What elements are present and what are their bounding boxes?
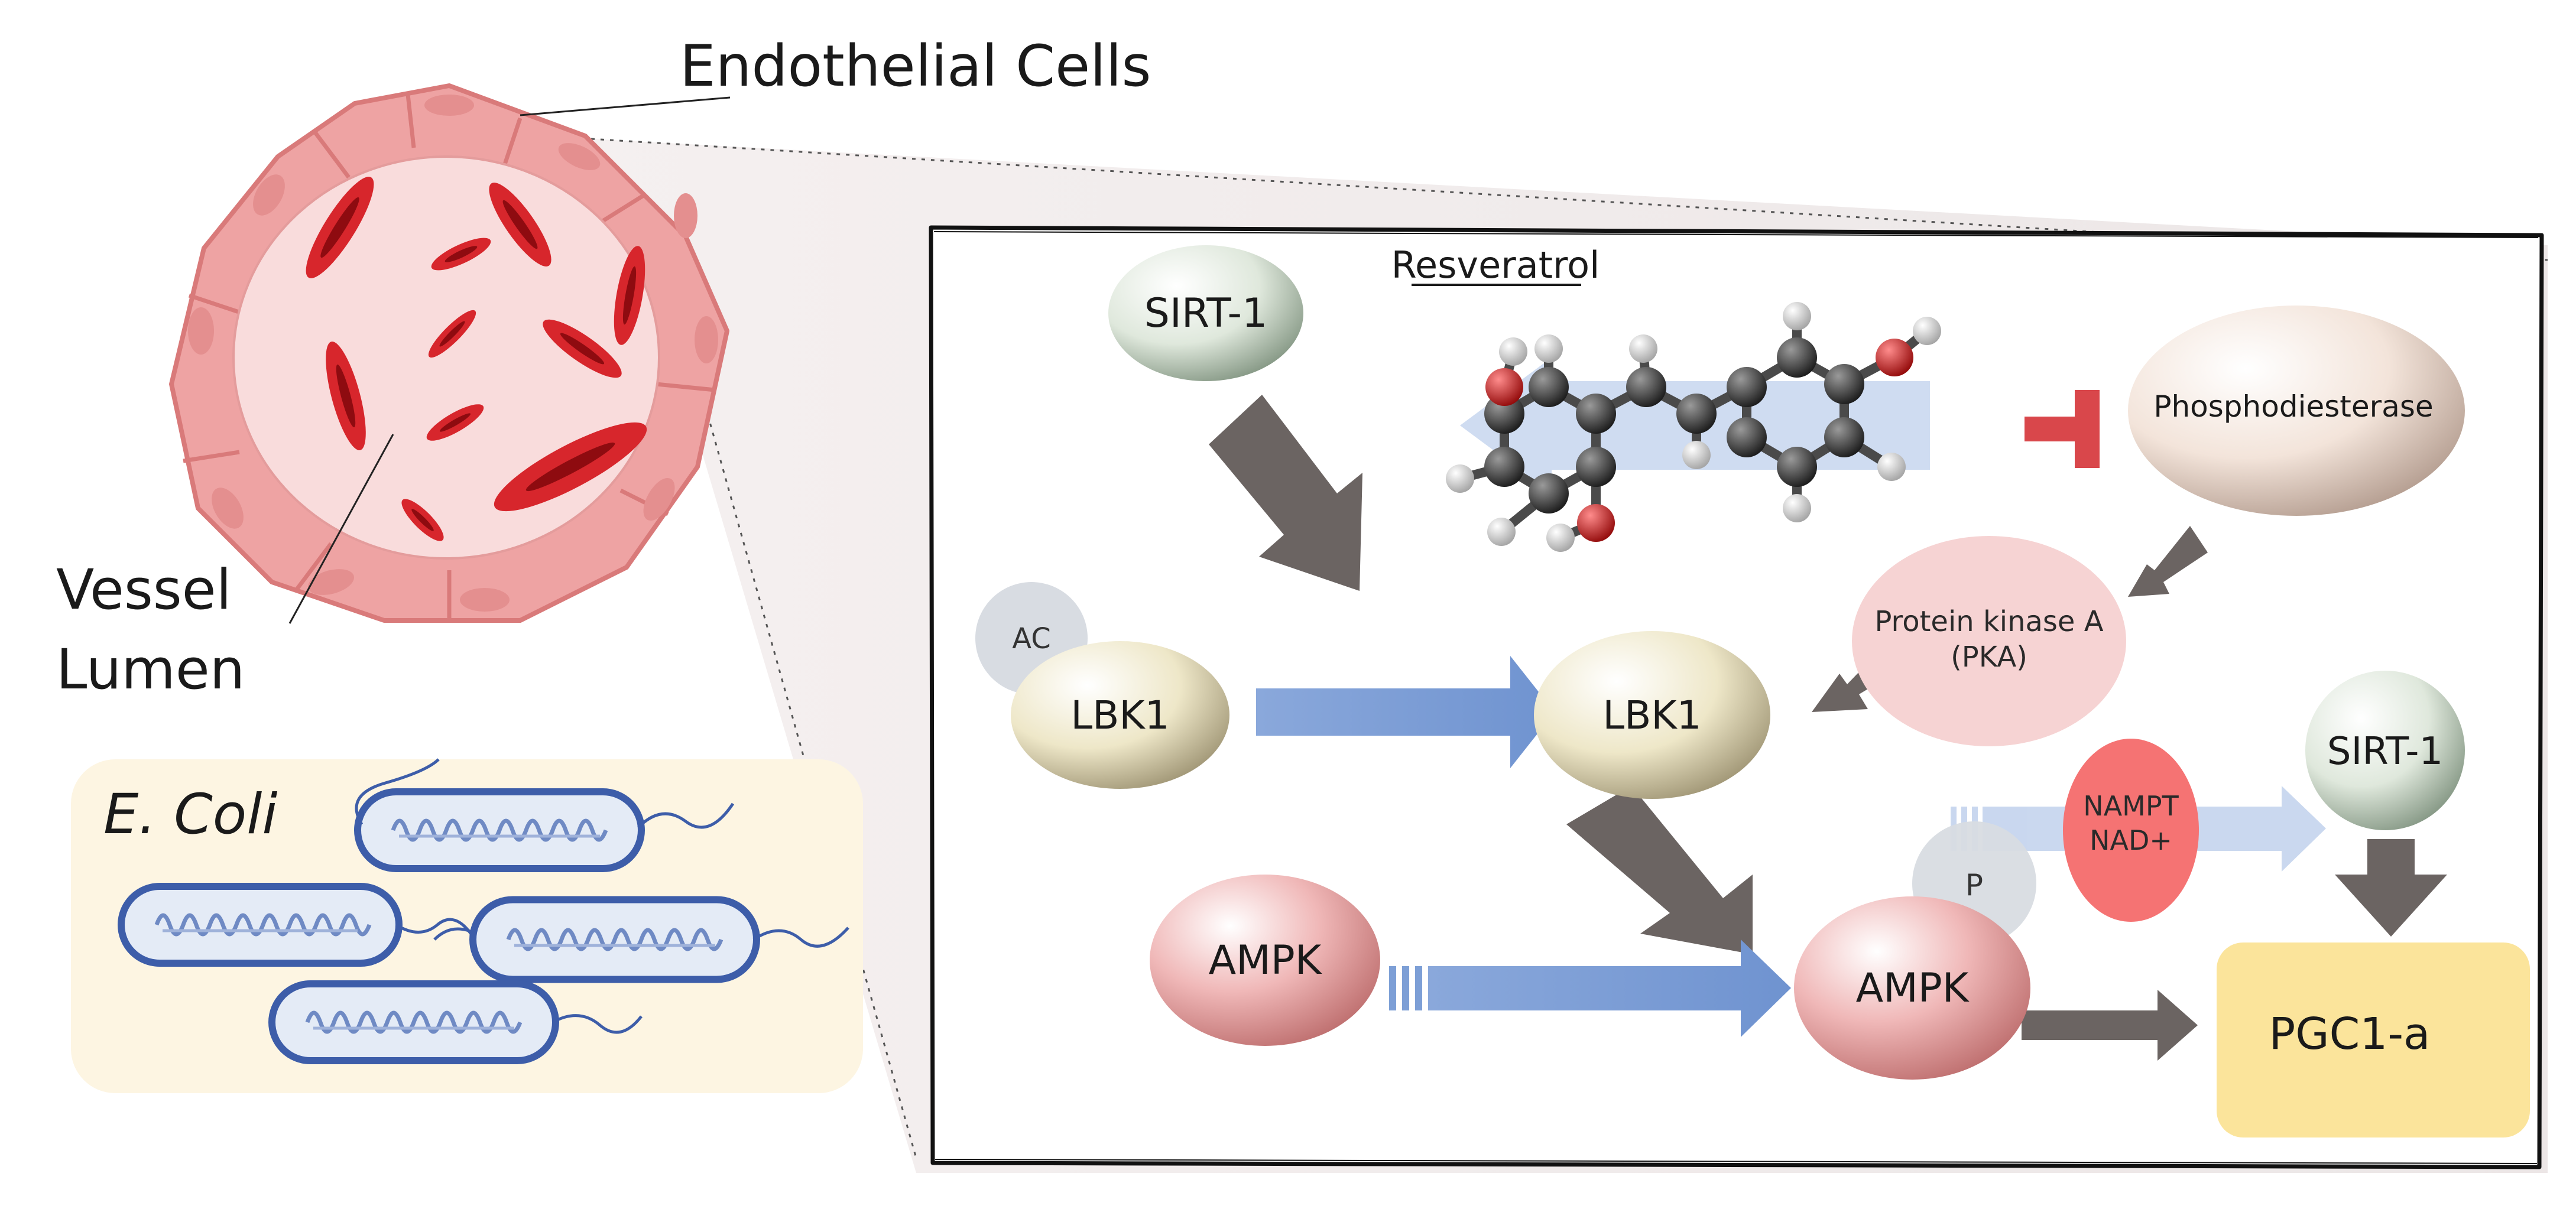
hydrogen-atom bbox=[1783, 302, 1811, 330]
carbon-atom bbox=[1484, 447, 1524, 487]
arrow-ampk-to-pgc1a bbox=[2022, 990, 2198, 1061]
lbk1-center-node bbox=[1534, 631, 1770, 799]
lbk1-left-node bbox=[1011, 641, 1229, 789]
bacterium-4 bbox=[268, 980, 643, 1064]
carbon-atom bbox=[1626, 367, 1666, 407]
hydrogen-atom bbox=[1499, 337, 1527, 366]
hydrogen-atom bbox=[1783, 494, 1811, 522]
inhibition-symbol bbox=[2025, 390, 2100, 468]
arrow-sirt1-to-lbk1 bbox=[1209, 395, 1362, 591]
endothelial-leader-line bbox=[520, 96, 731, 116]
phosphodiesterase-node bbox=[2128, 306, 2465, 516]
arrow-pde-to-pka bbox=[2128, 526, 2208, 597]
zoom-line-bottom bbox=[696, 378, 917, 1159]
carbon-atom bbox=[1529, 367, 1569, 407]
carbon-atom bbox=[1824, 364, 1864, 404]
vessel-illustration bbox=[169, 83, 729, 623]
nampt-label-line2: NAD+ bbox=[2090, 824, 2172, 856]
pka-label-line1: Protein kinase A bbox=[1874, 605, 2103, 638]
endothelial-cell-borders bbox=[183, 94, 716, 620]
vessel-lumen-label-line2: Lumen bbox=[56, 638, 245, 702]
ecoli-label: E. Coli bbox=[103, 782, 278, 847]
resveratrol-title: Resveratrol bbox=[1391, 243, 1600, 287]
carbon-atom bbox=[1676, 394, 1717, 434]
p-label: P bbox=[1965, 868, 1983, 902]
ampk-right-node bbox=[1794, 896, 2030, 1080]
ampk-left-node bbox=[1150, 875, 1380, 1046]
hydrogen-atom bbox=[1682, 441, 1711, 469]
phosphodiesterase-label: Phosphodiesterase bbox=[2153, 389, 2433, 424]
carbon-atom bbox=[1484, 394, 1524, 434]
hydrogen-atom bbox=[1629, 334, 1657, 363]
carbon-atom bbox=[1727, 417, 1767, 457]
hydrogen-atom bbox=[1546, 524, 1575, 552]
resveratrol-molecule bbox=[1446, 302, 1941, 552]
sirt1-right-node bbox=[2305, 671, 2465, 830]
sirt1-right-label: SIRT-1 bbox=[2327, 730, 2443, 774]
red-blood-cells bbox=[306, 177, 647, 541]
lbk1-left-label: LBK1 bbox=[1070, 693, 1169, 738]
arrow-ampk-flow bbox=[1389, 940, 1791, 1037]
sirt1-top-label: SIRT-1 bbox=[1144, 290, 1268, 337]
bacteria-group bbox=[118, 758, 849, 1064]
oxygen-atom bbox=[1577, 504, 1615, 542]
vessel-lumen-label-line1: Vessel bbox=[56, 558, 232, 622]
carbon-atom bbox=[1777, 337, 1817, 378]
pka-node bbox=[1852, 536, 2126, 746]
endothelial-cells-label: Endothelial Cells bbox=[680, 33, 1151, 99]
carbon-atom bbox=[1576, 394, 1616, 434]
endothelial-nuclei bbox=[188, 95, 718, 612]
carbon-atom bbox=[1576, 447, 1616, 487]
pgc1a-label: PGC1-a bbox=[2269, 1009, 2431, 1060]
carbon-atom bbox=[1529, 473, 1569, 514]
arrow-sirt1-to-pgc1a bbox=[2335, 839, 2447, 937]
hydrogen-atom bbox=[1877, 453, 1906, 481]
ampk-left-label: AMPK bbox=[1209, 937, 1323, 984]
hydrogen-atom bbox=[1913, 317, 1941, 345]
lbk1-center-label: LBK1 bbox=[1602, 693, 1701, 738]
oxygen-atom bbox=[1876, 339, 1913, 376]
pgc1a-node bbox=[2217, 942, 2530, 1138]
sirt1-top-node bbox=[1108, 245, 1303, 381]
ac-label: AC bbox=[1012, 622, 1051, 655]
bacterium-1 bbox=[354, 758, 735, 872]
lumen-leader-line bbox=[288, 434, 394, 624]
carbon-atom bbox=[1824, 417, 1864, 457]
bacterium-2 bbox=[118, 883, 475, 967]
nampt-node bbox=[2063, 739, 2199, 922]
hydrogen-atom bbox=[1446, 464, 1474, 493]
hydrogen-atom bbox=[1487, 518, 1516, 546]
carbon-atom bbox=[1777, 447, 1817, 487]
ampk-right-label: AMPK bbox=[1856, 965, 1970, 1012]
ecoli-panel bbox=[71, 759, 863, 1093]
bacterium-3 bbox=[433, 896, 849, 983]
arrow-lbk1-to-ampk bbox=[1566, 786, 1753, 954]
nampt-label-line1: NAMPT bbox=[2083, 790, 2179, 822]
oxygen-atom bbox=[1485, 368, 1523, 406]
carbon-atom bbox=[1727, 367, 1767, 407]
pka-label-line2: (PKA) bbox=[1951, 641, 2027, 674]
arrow-lbk1-flow bbox=[1256, 656, 1555, 768]
hydrogen-atom bbox=[1534, 334, 1563, 363]
